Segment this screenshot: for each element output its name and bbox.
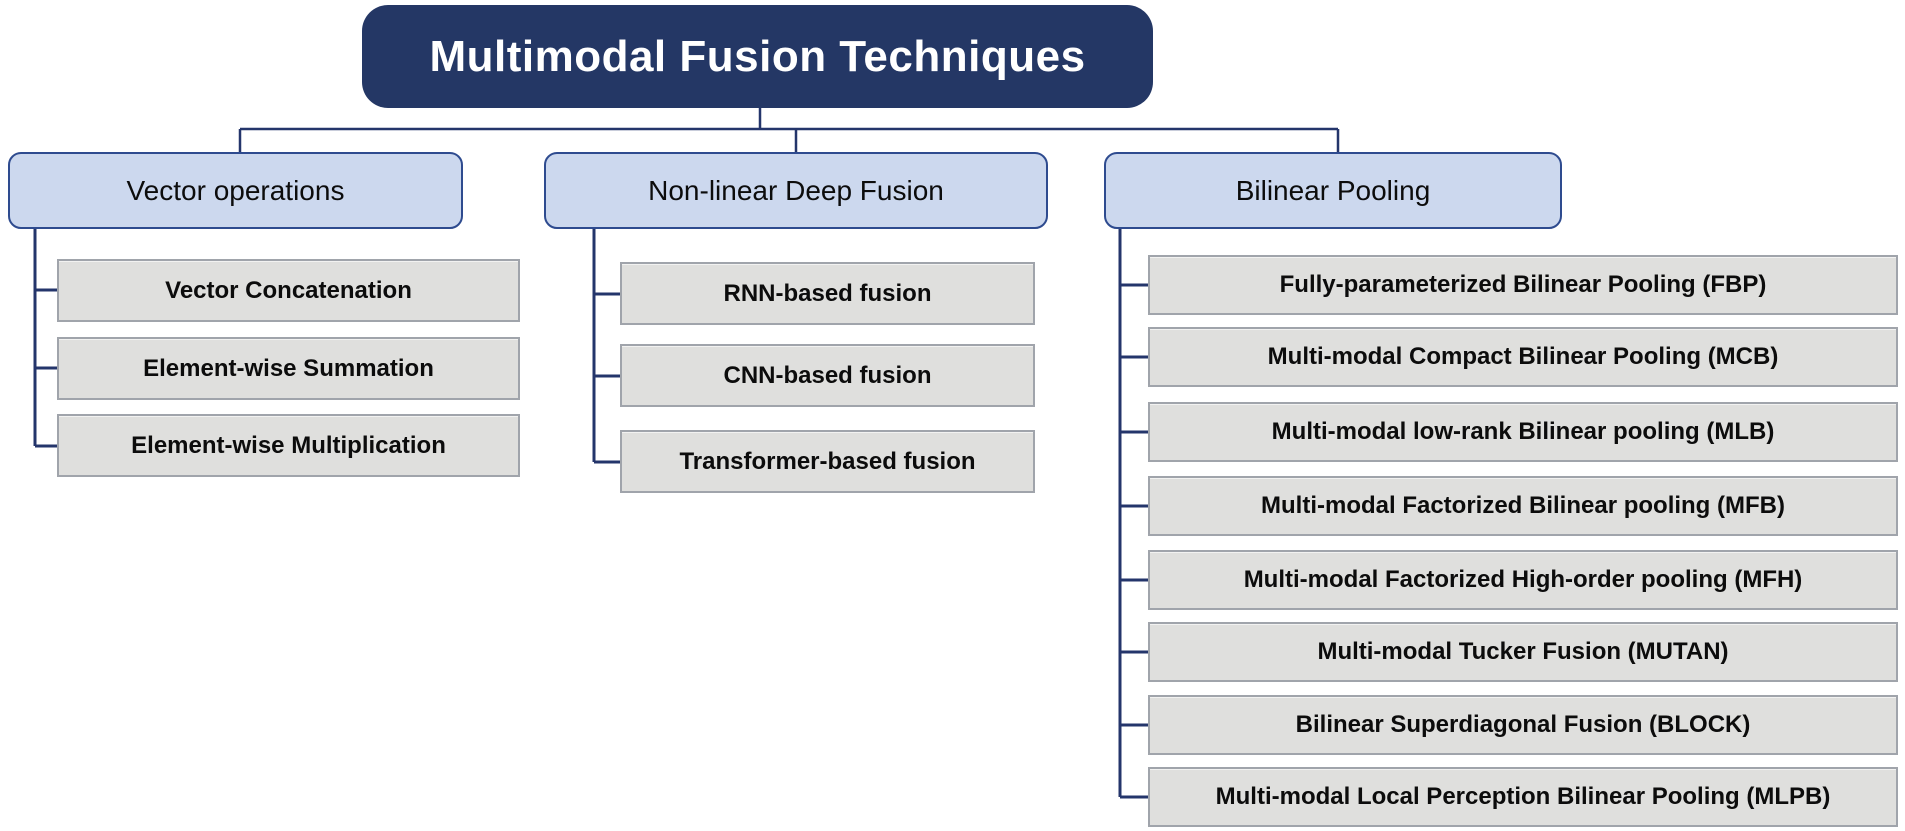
node-mlb: Multi-modal low-rank Bilinear pooling (M… (1148, 402, 1898, 462)
node-mfb: Multi-modal Factorized Bilinear pooling … (1148, 476, 1898, 536)
node-block: Bilinear Superdiagonal Fusion (BLOCK) (1148, 695, 1898, 755)
category-bilinear-pooling: Bilinear Pooling (1104, 152, 1562, 229)
connector-top-tree (238, 106, 1340, 153)
node-vector-concatenation: Vector Concatenation (57, 259, 520, 322)
node-cnn-based-fusion: CNN-based fusion (620, 344, 1035, 407)
node-mutan: Multi-modal Tucker Fusion (MUTAN) (1148, 622, 1898, 682)
node-transformer-based-fusion: Transformer-based fusion (620, 430, 1035, 493)
node-fbp: Fully-parameterized Bilinear Pooling (FB… (1148, 255, 1898, 315)
category-vector-operations: Vector operations (8, 152, 463, 229)
node-mlpb: Multi-modal Local Perception Bilinear Po… (1148, 767, 1898, 827)
root-node: Multimodal Fusion Techniques (362, 5, 1153, 108)
node-element-wise-summation: Element-wise Summation (57, 337, 520, 400)
connector-vector-branch (33, 229, 58, 448)
connector-bilinear-branch (1118, 229, 1149, 799)
node-element-wise-multiplication: Element-wise Multiplication (57, 414, 520, 477)
node-mcb: Multi-modal Compact Bilinear Pooling (MC… (1148, 327, 1898, 387)
node-mfh: Multi-modal Factorized High-order poolin… (1148, 550, 1898, 610)
node-rnn-based-fusion: RNN-based fusion (620, 262, 1035, 325)
connector-nonlinear-branch (592, 229, 621, 464)
root-node-label: Multimodal Fusion Techniques (429, 31, 1086, 81)
category-non-linear-deep-fusion: Non-linear Deep Fusion (544, 152, 1048, 229)
